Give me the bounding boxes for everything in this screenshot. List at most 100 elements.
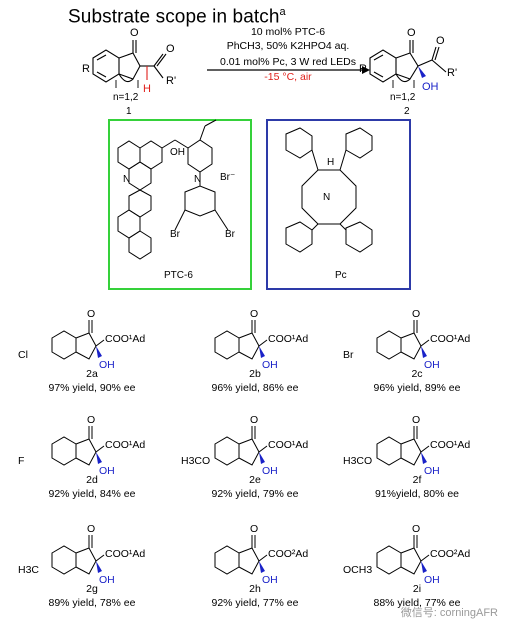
product-2e-label: 2e bbox=[249, 474, 261, 486]
product-2d-result: 92% yield, 84% ee bbox=[48, 488, 136, 500]
watermark: 微信号: corningAFR bbox=[400, 607, 498, 619]
product-2b-structure bbox=[214, 320, 268, 360]
product-2d-oh: OH bbox=[99, 465, 115, 477]
product-2f-structure bbox=[376, 426, 430, 466]
product-2i-label: 2i bbox=[412, 583, 422, 595]
ptc-structure bbox=[117, 119, 229, 260]
product-2b-ketone-o: O bbox=[250, 308, 258, 320]
product-2a-result: 97% yield, 90% ee bbox=[48, 382, 136, 394]
product-2a-ester: COO¹Ad bbox=[105, 333, 145, 345]
product-2i-result: 88% yield, 77% ee bbox=[373, 597, 461, 609]
product-2f-ketone-o: O bbox=[412, 414, 420, 426]
ptc-n-quinoline: N bbox=[123, 174, 130, 185]
product-2e-ketone-o: O bbox=[250, 414, 258, 426]
product-2g-label: 2g bbox=[86, 583, 98, 595]
pc-label: Pc bbox=[335, 270, 347, 281]
product-2d-substituent: F bbox=[18, 455, 24, 467]
condition-line-1: 10 mol% PTC-6 bbox=[250, 26, 326, 38]
ptc-label: PTC-6 bbox=[164, 270, 193, 281]
product-2e-ester: COO¹Ad bbox=[268, 439, 308, 451]
product-2c-structure bbox=[376, 320, 430, 360]
product-2c-oh: OH bbox=[424, 359, 440, 371]
product-2e-oh: OH bbox=[262, 465, 278, 477]
title-superscript: a bbox=[279, 6, 286, 18]
condition-line-3: 0.01 mol% Pc, 3 W red LEDs bbox=[220, 56, 356, 68]
reactant-label: 1 bbox=[126, 106, 132, 117]
product-2c-label: 2c bbox=[411, 368, 423, 380]
product-2i-substituent: OCH3 bbox=[343, 564, 372, 576]
product-2h-ketone-o: O bbox=[250, 523, 258, 535]
product-2g-substituent: H3C bbox=[18, 564, 39, 576]
product-2f-ester: COO¹Ad bbox=[430, 439, 470, 451]
reactant-structure bbox=[92, 40, 167, 88]
ptc-n-plus: N bbox=[194, 174, 201, 185]
product-2c-result: 96% yield, 89% ee bbox=[373, 382, 461, 394]
product-2h-oh: OH bbox=[262, 574, 278, 586]
product-2d-label: 2d bbox=[86, 474, 98, 486]
product-2a-oh: OH bbox=[99, 359, 115, 371]
product-2i-oh: OH bbox=[424, 574, 440, 586]
product-2d-ester: COO¹Ad bbox=[105, 439, 145, 451]
ptc-br-minus: Br⁻ bbox=[220, 172, 235, 183]
product-2a-label: 2a bbox=[86, 368, 98, 380]
reactant-h: H bbox=[143, 83, 151, 95]
product-2g-result: 89% yield, 78% ee bbox=[48, 597, 136, 609]
product-n: n=1,2 bbox=[390, 92, 416, 103]
product-2i-structure bbox=[376, 535, 430, 575]
ptc-box bbox=[108, 119, 252, 290]
product-2f-result: 91%yield, 80% ee bbox=[374, 488, 460, 500]
product-2h-structure bbox=[214, 535, 268, 575]
product-2c-ketone-o: O bbox=[412, 308, 420, 320]
reactant-n: n=1,2 bbox=[113, 92, 139, 103]
reactant-r: R bbox=[82, 63, 90, 75]
arrow-head bbox=[362, 66, 370, 74]
product-r: R bbox=[359, 63, 367, 75]
product-label: 2 bbox=[404, 106, 410, 117]
product-2h-ester: COO²Ad bbox=[268, 548, 308, 560]
product-2i-ester: COO²Ad bbox=[430, 548, 470, 560]
product-2e-substituent: H3CO bbox=[181, 455, 210, 467]
pc-box bbox=[266, 119, 411, 290]
product-2h-result: 92% yield, 77% ee bbox=[211, 597, 299, 609]
product-2g-oh: OH bbox=[99, 574, 115, 586]
page-title: Substrate scope in batcha bbox=[68, 6, 286, 28]
product-wedge-bond bbox=[418, 66, 426, 78]
product-2g-ester: COO¹Ad bbox=[105, 548, 145, 560]
pc-nh: H bbox=[327, 157, 334, 168]
reactant-o2: O bbox=[166, 43, 175, 55]
product-2e-structure bbox=[214, 426, 268, 466]
reactant-o: O bbox=[130, 27, 139, 39]
product-2g-structure bbox=[51, 535, 105, 575]
product-o: O bbox=[407, 27, 416, 39]
product-2h-label: 2h bbox=[249, 583, 261, 595]
product-2a-substituent: Cl bbox=[18, 349, 28, 361]
product-2b-oh: OH bbox=[262, 359, 278, 371]
product-2f-oh: OH bbox=[424, 465, 440, 477]
ptc-br-right: Br bbox=[225, 229, 236, 240]
product-2d-structure bbox=[51, 426, 105, 466]
product-rp: R' bbox=[447, 67, 457, 79]
product-2f-label: 2f bbox=[412, 474, 422, 486]
product-2g-ketone-o: O bbox=[87, 523, 95, 535]
product-2c-substituent: Br bbox=[343, 349, 354, 361]
reactant-rp: R' bbox=[166, 75, 176, 87]
ptc-oh: OH bbox=[170, 147, 185, 158]
product-2b-label: 2b bbox=[249, 368, 261, 380]
condition-line-red: -15 °C, air bbox=[264, 71, 312, 83]
product-2a-ketone-o: O bbox=[87, 308, 95, 320]
product-2i-ketone-o: O bbox=[412, 523, 420, 535]
product-2d-ketone-o: O bbox=[87, 414, 95, 426]
product-2c-ester: COO¹Ad bbox=[430, 333, 470, 345]
product-2a-structure bbox=[51, 320, 105, 360]
product-o2: O bbox=[436, 35, 445, 47]
condition-line-2: PhCH3, 50% K2HPO4 aq. bbox=[226, 40, 350, 52]
pc-n-center: N bbox=[323, 192, 330, 203]
ptc-br-left: Br bbox=[170, 229, 181, 240]
product-2b-result: 96% yield, 86% ee bbox=[211, 382, 299, 394]
title-text: Substrate scope in batch bbox=[68, 6, 280, 28]
product-2b-ester: COO¹Ad bbox=[268, 333, 308, 345]
pc-structure bbox=[285, 127, 373, 253]
product-2f-substituent: H3CO bbox=[343, 455, 372, 467]
